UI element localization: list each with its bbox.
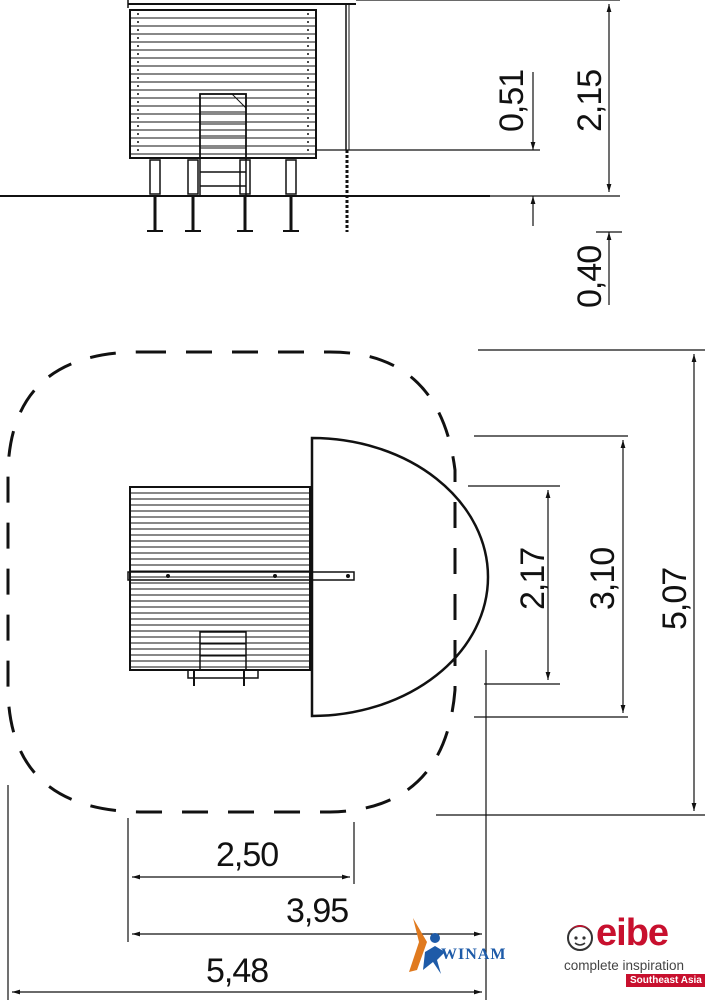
winam-figure-icon <box>409 918 445 974</box>
slat-bolt <box>307 45 309 47</box>
winam-brand-name: WINAM <box>441 946 507 963</box>
safety-zone-outline <box>6 350 457 814</box>
slat-bolt <box>137 109 139 111</box>
dimension-3-95: 3,95 <box>286 892 348 930</box>
dimension-0-51: 0,51 <box>493 70 531 132</box>
post <box>149 159 161 195</box>
slat-bolt <box>137 53 139 55</box>
dimension-5-07: 5,07 <box>656 568 694 630</box>
post <box>187 159 199 195</box>
eibe-face-icon <box>567 925 593 951</box>
dimension-2-15: 2,15 <box>571 70 609 132</box>
crossbeam <box>127 571 355 581</box>
ladder <box>199 158 247 196</box>
slat-bolt <box>307 93 309 95</box>
slat-bolt <box>307 133 309 135</box>
slat-bolt <box>137 117 139 119</box>
side-elevation-view <box>0 0 490 232</box>
winam-logo: WINAM <box>405 912 535 982</box>
slat-bolt <box>137 13 139 15</box>
eibe-tagline: complete inspiration <box>564 958 685 973</box>
dimension-2-50: 2,50 <box>216 836 278 874</box>
slat-bolt <box>307 149 309 151</box>
post <box>285 159 297 195</box>
support-posts <box>147 159 299 232</box>
semicircle-area <box>310 436 490 718</box>
slat-bolt <box>137 101 139 103</box>
slat-bolt <box>307 117 309 119</box>
eibe-logo: eibe complete inspiration Southeast Asia <box>560 912 705 992</box>
door <box>199 93 247 159</box>
slat-bolt <box>307 21 309 23</box>
dimension-5-48: 5,48 <box>206 952 268 990</box>
slat-bolt <box>307 13 309 15</box>
slat-bolt <box>137 45 139 47</box>
slat-bolt <box>137 69 139 71</box>
climbing-rope <box>345 4 350 232</box>
slat-bolt <box>137 133 139 135</box>
slat-bolt <box>137 21 139 23</box>
slat-bolt <box>307 69 309 71</box>
slat-bolt <box>137 61 139 63</box>
slat-bolt <box>307 101 309 103</box>
dimension-0-40: 0,40 <box>571 246 609 308</box>
slat-bolt <box>137 93 139 95</box>
eibe-region-badge: Southeast Asia <box>626 974 705 987</box>
slat-bolt <box>307 77 309 79</box>
slat-bolt <box>137 149 139 151</box>
slat-bolt <box>307 53 309 55</box>
plan-view <box>6 350 490 814</box>
slat-bolt <box>137 141 139 143</box>
plan-vertical-dimensions: 2,17 3,10 5,07 <box>436 349 705 816</box>
slat-bolt <box>307 125 309 127</box>
slat-bolt <box>307 109 309 111</box>
dimension-3-10: 3,10 <box>584 548 622 610</box>
eibe-brand-name: eibe <box>596 912 669 954</box>
dimension-2-17: 2,17 <box>514 548 552 610</box>
slat-bolt <box>137 85 139 87</box>
slat-bolt <box>307 85 309 87</box>
slat-bolt <box>307 29 309 31</box>
slat-bolt <box>307 37 309 39</box>
wall-slats <box>130 13 316 155</box>
slat-bolt <box>137 29 139 31</box>
post <box>239 159 251 195</box>
plan-horizontal-dimensions: 2,50 3,95 5,48 <box>7 650 487 1000</box>
slat-bolt <box>137 125 139 127</box>
side-dimensions: 0,51 2,15 0,40 <box>316 0 622 308</box>
slat-bolt <box>137 77 139 79</box>
platform-slats <box>130 492 310 668</box>
slat-bolt <box>307 61 309 63</box>
slat-bolt <box>307 141 309 143</box>
slat-bolt <box>137 37 139 39</box>
plan-ladder <box>187 631 259 686</box>
